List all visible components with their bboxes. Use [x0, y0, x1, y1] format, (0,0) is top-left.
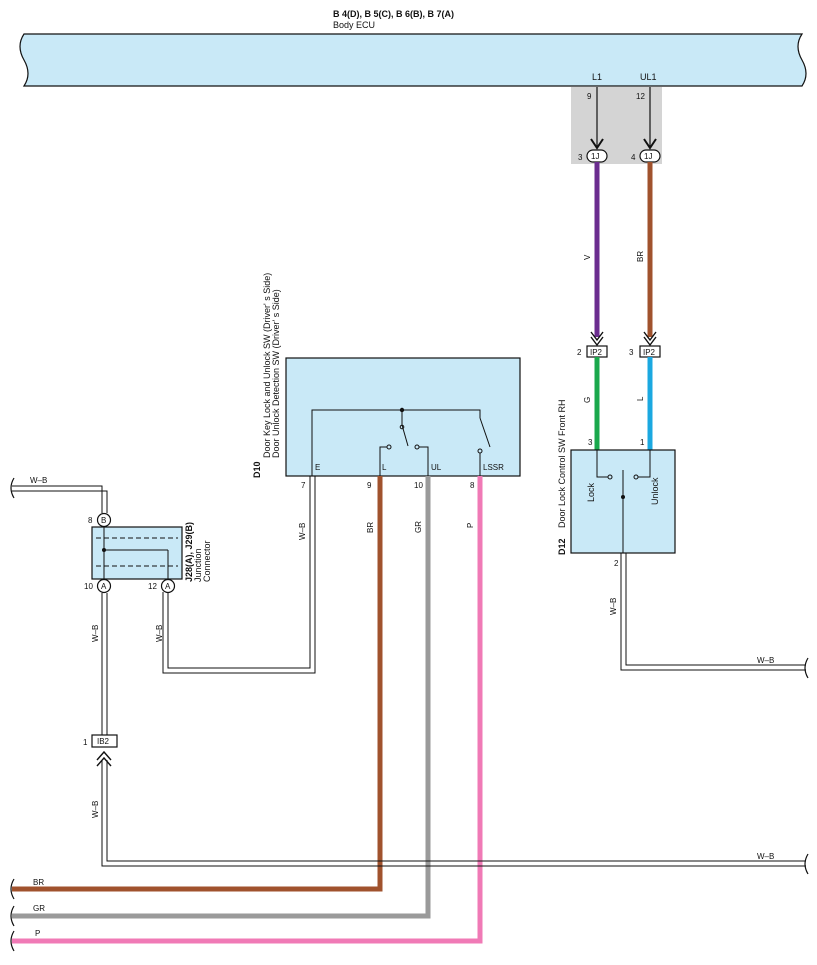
junction-left-pin-letter: A — [101, 582, 107, 591]
wire-label-wb-bottom-vertical: W–B — [91, 801, 100, 818]
wire-pink — [12, 476, 483, 944]
break-mark-wb-bottom — [804, 853, 809, 875]
ecu-name: Body ECU — [333, 20, 375, 30]
d10-description-1: Door Key Lock and Unlock SW (Driver' s S… — [262, 273, 272, 458]
wire-label-wb-d10: W–B — [298, 523, 307, 540]
d10-terminal-e: E — [315, 463, 320, 472]
junction-desc-1: Junction — [193, 548, 203, 582]
wire-label-wb-bottom-right: W–B — [757, 852, 774, 861]
d10-pin-10: 10 — [414, 481, 423, 490]
break-mark-wb-top-left — [10, 477, 15, 499]
break-mark-br — [10, 878, 15, 900]
wire-label-p: P — [466, 523, 475, 528]
connector-ip2-left-pin: 2 — [577, 348, 582, 357]
body-ecu-box — [19, 33, 807, 87]
ecu-connector-ids: B 4(D), B 5(C), B 6(B), B 7(A) — [333, 9, 454, 19]
junction-top-pin-number: 8 — [88, 516, 93, 525]
break-mark-wb-right — [804, 657, 809, 679]
wire-wb-d12 — [620, 553, 806, 671]
ecu-pin-number-12: 12 — [636, 92, 645, 101]
wire-wb-d10 — [162, 476, 316, 674]
d12-lock-label: Lock — [586, 482, 596, 502]
arrow-head-ul1 — [643, 138, 657, 150]
connector-1j-left-pin: 3 — [578, 153, 583, 162]
wire-label-wb-d12: W–B — [609, 598, 618, 615]
connector-1j-right-pin: 4 — [631, 153, 636, 162]
wire-label-gr-left: GR — [33, 904, 45, 913]
d10-terminal-lssr: LSSR — [483, 463, 504, 472]
d10-junction-dot — [399, 407, 405, 413]
wire-wb-top-left — [12, 485, 108, 513]
connector-1j-right-label: 1J — [644, 152, 652, 161]
d10-pin-8: 8 — [470, 481, 475, 490]
ecu-pin-number-9: 9 — [587, 92, 592, 101]
d12-pin-1: 1 — [640, 438, 645, 447]
connector-ip2-right-label: IP2 — [643, 348, 656, 357]
wire-label-br-upper: BR — [636, 251, 645, 262]
connector-ib2 — [91, 734, 118, 748]
d10-internal-circuit — [311, 409, 491, 476]
junction-left-pin-circle — [96, 578, 112, 594]
break-mark-p — [10, 930, 15, 952]
d12-pin-3: 3 — [588, 438, 593, 447]
d12-switch-contacts — [596, 450, 651, 553]
d12-id: D12 — [557, 538, 567, 555]
junction-right-pin-number: 12 — [148, 582, 157, 591]
junction-desc-2: Connector — [202, 540, 212, 582]
d10-pin-9: 9 — [367, 481, 372, 490]
wire-label-wb-junction-right: W–B — [155, 625, 164, 642]
d10-description-2: Door Unlock Detection SW (Driver' s Side… — [271, 289, 281, 458]
arrow-head-l1 — [590, 138, 604, 150]
arrow-ip2-left — [590, 331, 604, 347]
d10-switch-box — [285, 357, 521, 477]
ecu-pin-label-l1: L1 — [592, 72, 602, 82]
junction-connector-box — [91, 526, 183, 580]
d12-pivot — [621, 495, 625, 499]
connector-ib2-pin: 1 — [83, 738, 88, 747]
wire-label-g: G — [583, 397, 592, 403]
wire-label-gr: GR — [414, 521, 423, 533]
d10-pin-7: 7 — [301, 481, 306, 490]
wire-wb-junction-ib2 — [101, 593, 108, 735]
junction-id: J28(A), J29(B) — [184, 522, 194, 582]
wire-brown-lower — [12, 476, 383, 892]
connector-ip2-left-label: IP2 — [590, 348, 603, 357]
d12-pin-2: 2 — [614, 559, 619, 568]
d10-id: D10 — [252, 461, 262, 478]
connector-ib2-label: IB2 — [97, 737, 110, 746]
wire-label-wb-right: W–B — [757, 656, 774, 665]
junction-right-pin-circle — [160, 578, 176, 594]
junction-internal-lines — [96, 527, 178, 579]
connector-ip2-right-pin: 3 — [629, 348, 634, 357]
d12-description: Door Lock Control SW Front RH — [557, 399, 567, 528]
wire-label-wb-junction-left: W–B — [91, 625, 100, 642]
connector-1j-left-label: 1J — [591, 152, 599, 161]
d10-terminal-ul: UL — [431, 463, 442, 472]
wire-label-br-left: BR — [33, 878, 44, 887]
arrow-ib2 — [96, 750, 112, 767]
wire-gray — [12, 476, 431, 919]
wire-wb-bottom — [101, 760, 806, 867]
ecu-pin-label-ul1: UL1 — [640, 72, 657, 82]
wire-label-p-left: P — [35, 929, 40, 938]
junction-right-pin-letter: A — [165, 582, 171, 591]
wire-label-v: V — [583, 254, 592, 260]
wire-label-br-lower: BR — [366, 522, 375, 533]
d10-terminal-l: L — [382, 463, 387, 472]
junction-top-pin-letter: B — [101, 516, 106, 525]
arrow-ip2-right — [643, 331, 657, 347]
wire-label-l: L — [636, 396, 645, 401]
break-mark-gr — [10, 905, 15, 927]
d12-unlock-label: Unlock — [650, 477, 660, 505]
wire-label-wb-top-left: W–B — [30, 476, 47, 485]
junction-node — [102, 548, 106, 552]
junction-left-pin-number: 10 — [84, 582, 93, 591]
